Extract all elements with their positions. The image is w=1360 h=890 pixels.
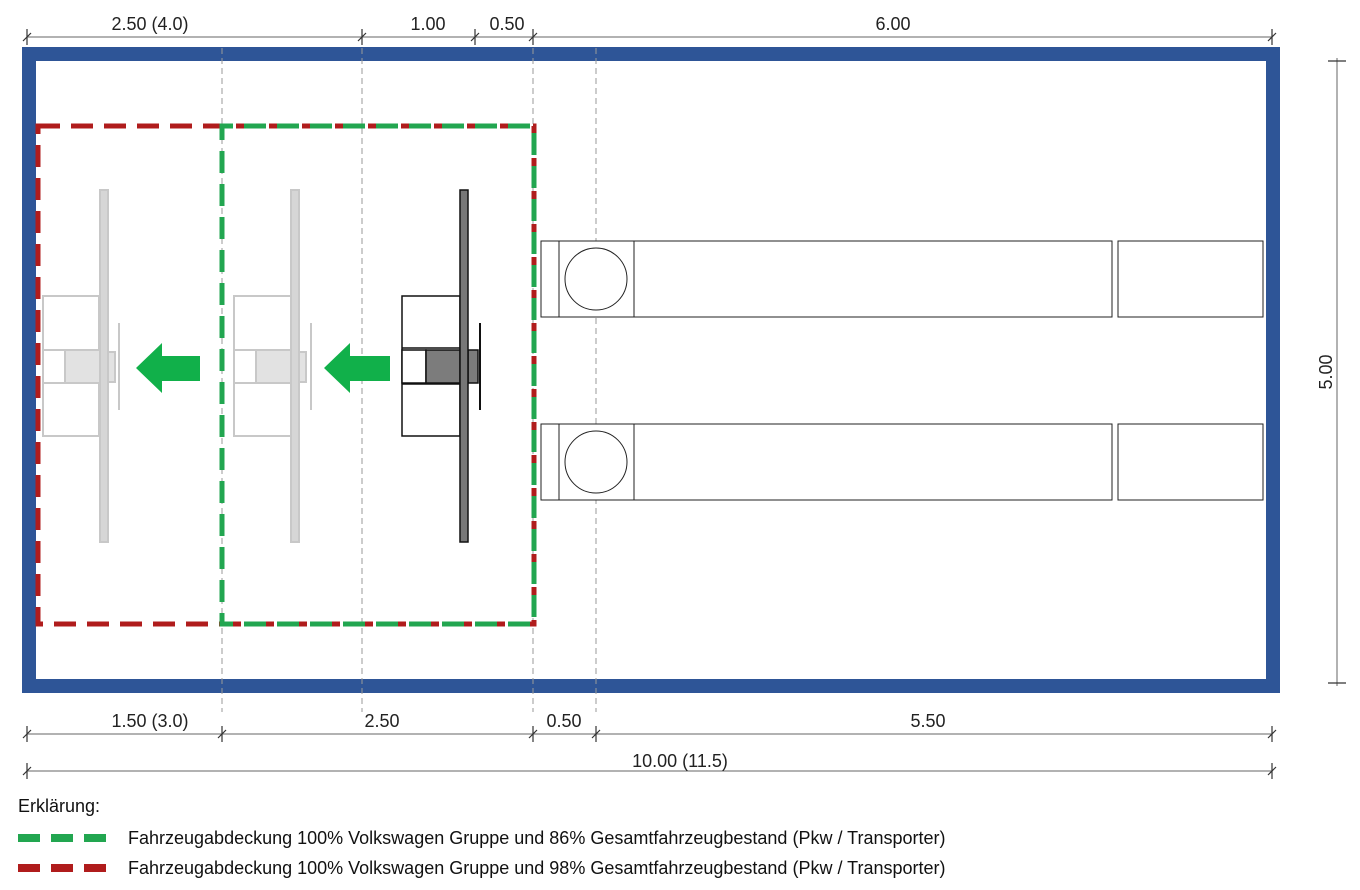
dim-total: 10.00 (11.5) xyxy=(632,751,728,771)
right-dimension-line: 5.00 xyxy=(1316,58,1346,686)
arrow-left-icon xyxy=(136,343,200,393)
rail-upper xyxy=(540,240,1264,318)
bottom-dimension-line: 1.50 (3.0) 2.50 0.50 5.50 xyxy=(22,711,1277,742)
legend-title: Erklärung: xyxy=(18,796,101,816)
ghost-vehicle-front-far xyxy=(42,189,120,543)
dim-top-4: 6.00 xyxy=(875,14,910,34)
ghost-vehicle-front-mid xyxy=(233,189,312,543)
vehicle-front-current xyxy=(401,189,481,543)
legend-label-green: Fahrzeugabdeckung 100% Volkswagen Gruppe… xyxy=(128,827,946,848)
move-arrows xyxy=(136,343,390,393)
total-dimension-line: 10.00 (11.5) xyxy=(22,751,1277,779)
dim-right: 5.00 xyxy=(1316,354,1336,389)
room-frame xyxy=(22,47,1280,693)
green-dash-swatch xyxy=(18,834,116,842)
dim-bottom-3: 0.50 xyxy=(546,711,581,731)
arrow-left-icon xyxy=(324,343,390,393)
dim-top-1: 2.50 (4.0) xyxy=(111,14,188,34)
rail-lower xyxy=(540,423,1264,501)
dim-bottom-2: 2.50 xyxy=(364,711,399,731)
red-dash-swatch xyxy=(18,864,116,872)
dim-bottom-1: 1.50 (3.0) xyxy=(111,711,188,731)
dim-top-3: 0.50 xyxy=(489,14,524,34)
dim-bottom-4: 5.50 xyxy=(910,711,945,731)
legend-label-red: Fahrzeugabdeckung 100% Volkswagen Gruppe… xyxy=(128,857,946,878)
top-dimension-line: 2.50 (4.0) 1.00 0.50 6.00 xyxy=(22,14,1277,45)
legend-item-red: Fahrzeugabdeckung 100% Volkswagen Gruppe… xyxy=(18,853,945,883)
green-coverage-area xyxy=(219,123,537,627)
dim-top-2: 1.00 xyxy=(410,14,445,34)
legend-item-green: Fahrzeugabdeckung 100% Volkswagen Gruppe… xyxy=(18,823,945,853)
legend: Erklärung: Fahrzeugabdeckung 100% Volksw… xyxy=(18,796,945,883)
